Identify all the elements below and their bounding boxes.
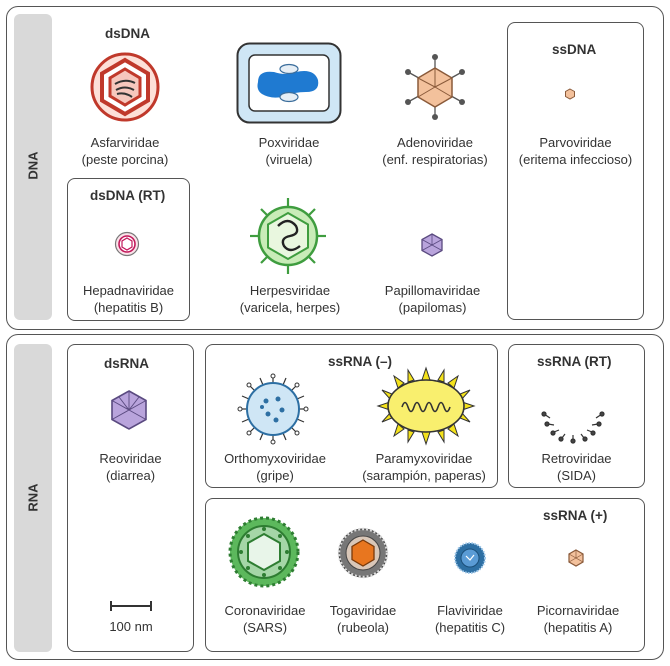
herpesviridae-label: Herpesviridae (varicela, herpes) [228,282,352,316]
adenoviridae-disease: (enf. respiratorias) [382,152,488,167]
poxviridae-disease: (viruela) [265,152,313,167]
poxviridae-icon [236,42,342,124]
papillomaviridae-name: Papillomaviridae [384,283,481,298]
herpesviridae-disease: (varicela, herpes) [239,300,341,315]
togaviridae-disease: (rubeola) [336,620,390,635]
group-heading-ssrna-neg: ssRNA (–) [328,354,393,369]
papillomaviridae-disease: (papilomas) [398,300,467,315]
poxviridae-label: Poxviridae (viruela) [234,134,344,168]
paramyxoviridae-label: Paramyxoviridae (sarampión, paperas) [350,450,498,484]
dna-section-label: DNA [25,151,41,180]
rna-section-label: RNA [25,483,41,512]
group-box-ssdna [507,22,644,320]
asfarviridae-label: Asfarviridae (peste porcina) [70,134,180,168]
group-heading-dsrna: dsRNA [104,356,150,371]
togaviridae-name: Togaviridae [329,603,397,618]
hepadnaviridae-disease: (hepatitis B) [93,300,164,315]
togaviridae-icon [337,527,389,579]
flaviviridae-disease: (hepatitis C) [434,620,506,635]
reoviridae-icon [111,390,147,430]
group-heading-dsdna: dsDNA [105,26,151,41]
coronaviridae-name: Coronaviridae [224,603,306,618]
picornaviridae-disease: (hepatitis A) [543,620,613,635]
group-heading-ssdna: ssDNA [552,42,597,57]
dna-side-tab [14,14,52,320]
group-heading-dsdna-rt: dsDNA (RT) [90,188,166,203]
coronaviridae-icon [228,516,300,588]
picornaviridae-name: Picornaviridae [536,603,620,618]
parvoviridae-label: Parvoviridae (eritema infeccioso) [507,134,644,168]
parvoviridae-name: Parvoviridae [539,135,612,150]
adenoviridae-name: Adenoviridae [397,135,473,150]
orthomyxoviridae-label: Orthomyxoviridae (gripe) [212,450,338,484]
asfarviridae-icon [90,52,160,122]
asfarviridae-name: Asfarviridae [90,135,160,150]
retroviridae-disease: (SIDA) [557,468,596,483]
papillomaviridae-label: Papillomaviridae (papilomas) [370,282,495,316]
papillomaviridae-icon [421,233,443,257]
group-heading-ssrna-pos: ssRNA (+) [543,508,608,523]
hepadnaviridae-name: Hepadnaviridae [82,283,175,298]
scale-bar-icon [110,601,152,611]
orthomyxoviridae-icon [237,373,309,445]
parvoviridae-icon [565,88,575,100]
group-heading-ssrna-rt: ssRNA (RT) [537,354,612,369]
coronaviridae-label: Coronaviridae (SARS) [210,602,320,636]
picornaviridae-icon [568,549,584,567]
retroviridae-label: Retroviridae (SIDA) [508,450,645,484]
retroviridae-icon [541,411,605,444]
herpesviridae-icon [250,198,326,274]
reoviridae-disease: (diarrea) [105,468,156,483]
hepadnaviridae-icon [114,231,140,257]
group-box-ssrna-rt [508,344,645,488]
flaviviridae-icon [454,542,486,574]
orthomyxoviridae-disease: (gripe) [256,468,294,483]
poxviridae-name: Poxviridae [258,135,320,150]
adenoviridae-icon [405,54,465,120]
parvoviridae-disease: (eritema infeccioso) [518,152,633,167]
orthomyxoviridae-name: Orthomyxoviridae [224,451,326,466]
reoviridae-label: Reoviridae (diarrea) [67,450,194,484]
paramyxoviridae-disease: (sarampión, paperas) [362,468,486,483]
coronaviridae-disease: (SARS) [242,620,288,635]
retroviridae-name: Retroviridae [541,451,612,466]
flaviviridae-label: Flaviviridae (hepatitis C) [418,602,522,636]
hepadnaviridae-label: Hepadnaviridae (hepatitis B) [67,282,190,316]
adenoviridae-label: Adenoviridae (enf. respiratorias) [365,134,505,168]
reoviridae-name: Reoviridae [99,451,162,466]
paramyxoviridae-name: Paramyxoviridae [375,451,473,466]
herpesviridae-name: Herpesviridae [249,283,331,298]
rna-side-tab [14,344,52,652]
asfarviridae-disease: (peste porcina) [81,152,169,167]
flaviviridae-name: Flaviviridae [437,603,503,618]
paramyxoviridae-icon [376,366,476,446]
togaviridae-label: Togaviridae (rubeola) [318,602,408,636]
scale-bar-label: 100 nm [109,619,153,634]
picornaviridae-label: Picornaviridae (hepatitis A) [524,602,632,636]
